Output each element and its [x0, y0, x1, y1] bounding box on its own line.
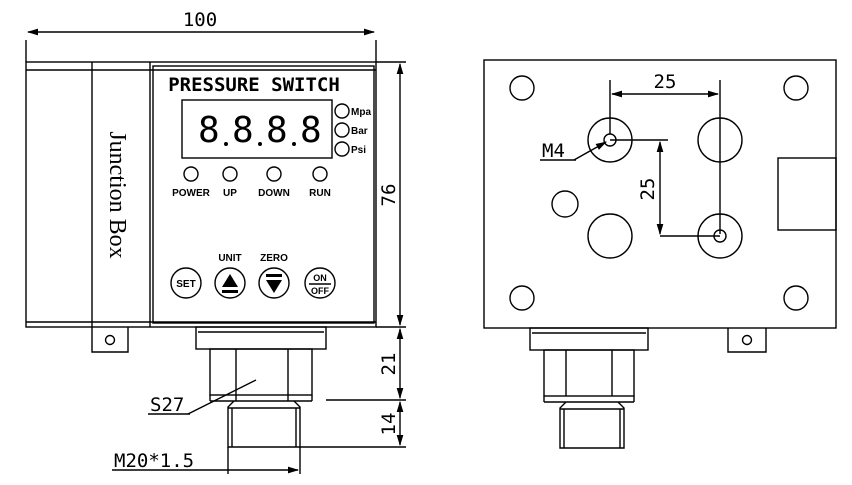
- up-arrow-icon: [222, 274, 238, 287]
- height-dimension: 76: [378, 184, 400, 207]
- junction-box-label: Junction Box: [104, 131, 130, 258]
- display-digit-2: 8: [232, 110, 254, 151]
- indicator-label-up: UP: [223, 188, 237, 199]
- button-icons: [222, 274, 282, 293]
- down-arrow-icon: [266, 280, 282, 293]
- front-view-text: 100 PRESSURE SWITCH Junction Box 8 8 8 8…: [104, 9, 400, 472]
- off-button-label: OFF: [311, 286, 329, 296]
- on-button-label: ON: [313, 273, 327, 283]
- screw-size-label: M4: [542, 140, 565, 162]
- front-view: [25, 28, 406, 474]
- hex-size-label: S27: [150, 394, 184, 416]
- unit-label-mpa: Mpa: [351, 107, 371, 118]
- thread-height-dimension: 14: [378, 413, 400, 436]
- hole-spacing-horizontal: 25: [654, 71, 677, 93]
- display-digit-4: 8: [300, 110, 322, 151]
- display-digit-1: 8: [198, 110, 220, 151]
- indicator-label-run: RUN: [309, 188, 331, 199]
- unit-button-label: UNIT: [218, 253, 241, 264]
- thread-size-label: M20*1.5: [114, 450, 194, 472]
- unit-label-bar: Bar: [351, 126, 368, 137]
- indicator-label-down: DOWN: [258, 188, 290, 199]
- zero-button-label: ZERO: [260, 253, 288, 264]
- neck-height-dimension: 21: [378, 353, 400, 376]
- unit-label-psi: Psi: [351, 145, 366, 156]
- up-arrow-bar-icon: [222, 290, 238, 293]
- indicator-label-power: POWER: [172, 188, 211, 199]
- set-button-label: SET: [176, 279, 195, 290]
- back-view: [483, 59, 837, 449]
- hole-spacing-vertical: 25: [637, 178, 659, 201]
- down-arrow-bar-icon: [266, 274, 282, 277]
- display-digit-3: 8: [266, 110, 288, 151]
- back-view-text: 25 25 M4: [542, 71, 676, 200]
- device-title: PRESSURE SWITCH: [168, 74, 340, 96]
- width-dimension: 100: [183, 9, 217, 31]
- display-decimal-points: [224, 142, 296, 146]
